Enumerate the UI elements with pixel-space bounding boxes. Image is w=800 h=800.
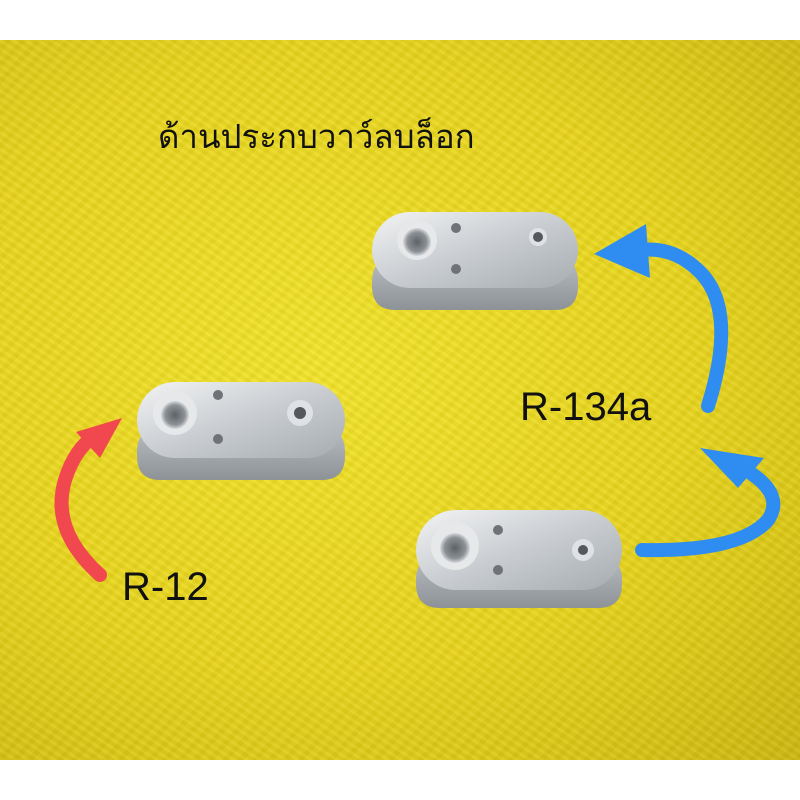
valve-block-top: [372, 212, 578, 310]
photo-caption: ด้านประกบวาว์ลบล็อก: [158, 117, 475, 156]
label-r134a: R-134a: [520, 385, 652, 429]
blue-arrow-upper-icon: [594, 224, 729, 413]
photo-scene: [54, 212, 781, 608]
blue-arrow-lower-icon: [635, 448, 781, 558]
label-r12: R-12: [122, 565, 209, 609]
leather-texture: [0, 40, 800, 760]
red-arrow-icon: [54, 418, 122, 582]
photo-frame: ด้านประกบวาว์ลบล็อก R-12 R-134a: [0, 40, 800, 760]
valve-block-r12: [137, 382, 345, 480]
valve-block-bottom: [416, 510, 622, 608]
